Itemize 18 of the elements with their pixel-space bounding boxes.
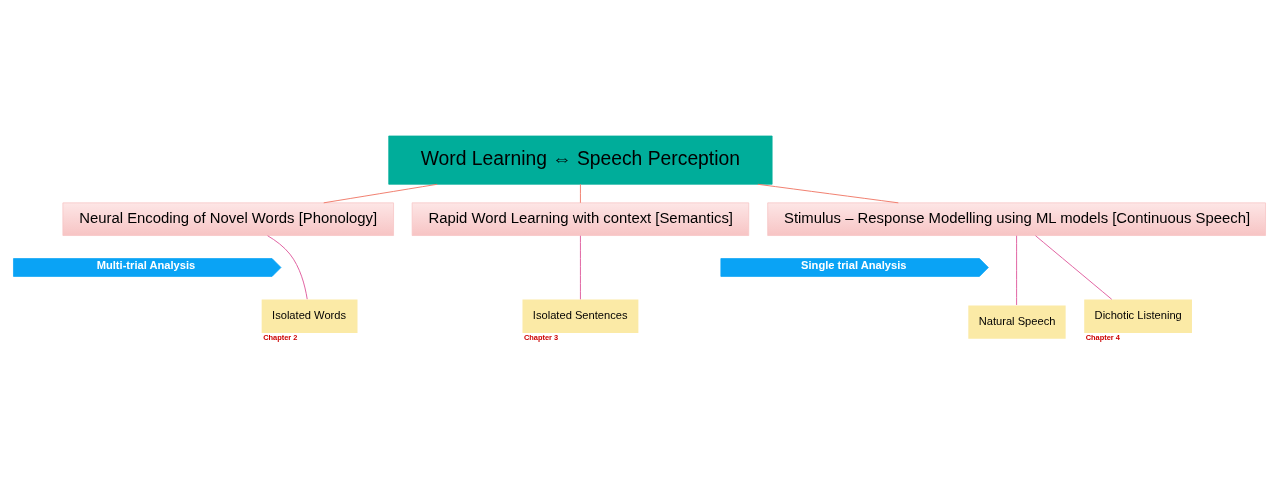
connector — [1035, 235, 1113, 300]
node-label: Chapter 3 — [523, 332, 559, 342]
node-label: Chapter 4 — [1085, 332, 1120, 342]
connector — [757, 183, 899, 204]
node-box: Natural Speech — [968, 305, 1066, 339]
connector — [323, 183, 438, 204]
connector — [1016, 235, 1018, 306]
connector — [267, 235, 308, 300]
node-box: Isolated Sentences — [522, 299, 639, 333]
node-label: Chapter 2 — [263, 332, 298, 342]
node-box: Rapid Word Learning with context [Semantics] — [411, 202, 750, 236]
node-box: Isolated Words — [261, 299, 358, 333]
connector — [579, 183, 581, 204]
connector — [579, 235, 581, 300]
node-box: Word Learning ⇔ Speech Perception — [388, 135, 773, 185]
node-box: Neural Encoding of Novel Words [Phonology] — [62, 202, 394, 236]
node-box: Stimulus – Response Modelling using ML models [Continuous Speech] — [767, 202, 1266, 236]
node-box: Dichotic Listening — [1084, 299, 1192, 333]
